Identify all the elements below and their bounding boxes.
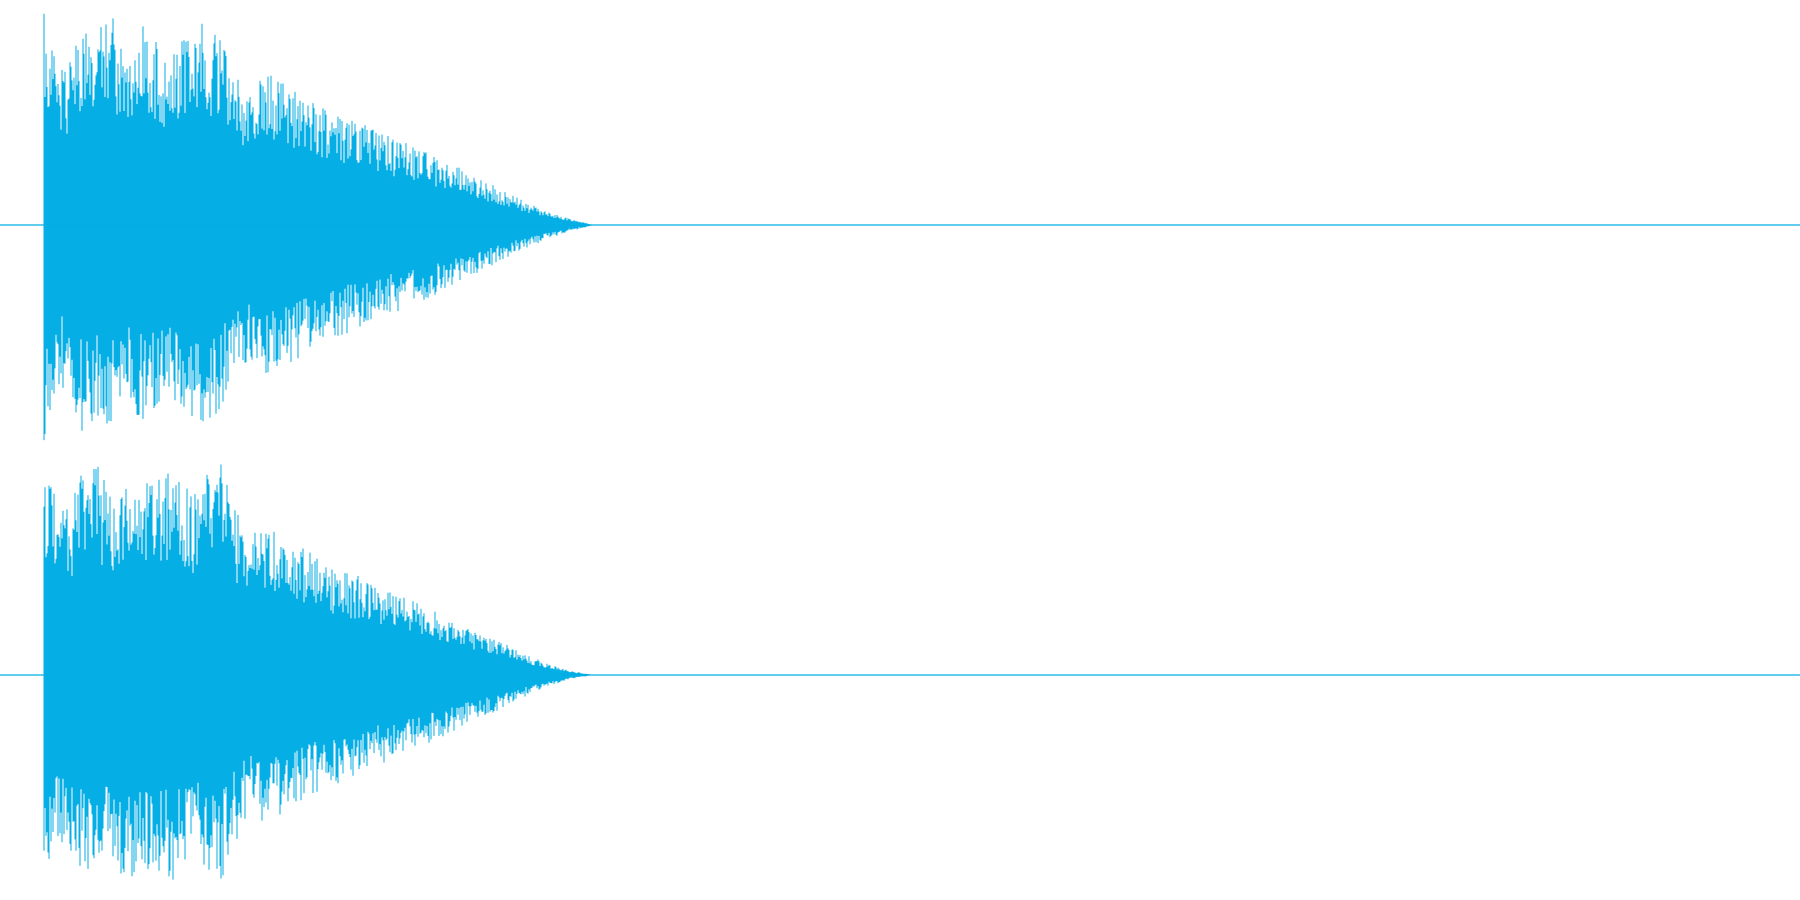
channel-track-2[interactable] xyxy=(0,464,1800,880)
channel-2-waveform-peaks xyxy=(43,464,594,880)
channel-1-waveform-peaks xyxy=(43,13,594,441)
channel-waveform-2 xyxy=(43,464,594,880)
channel-track-1[interactable] xyxy=(0,13,1800,441)
channel-waveform-1 xyxy=(43,13,594,441)
